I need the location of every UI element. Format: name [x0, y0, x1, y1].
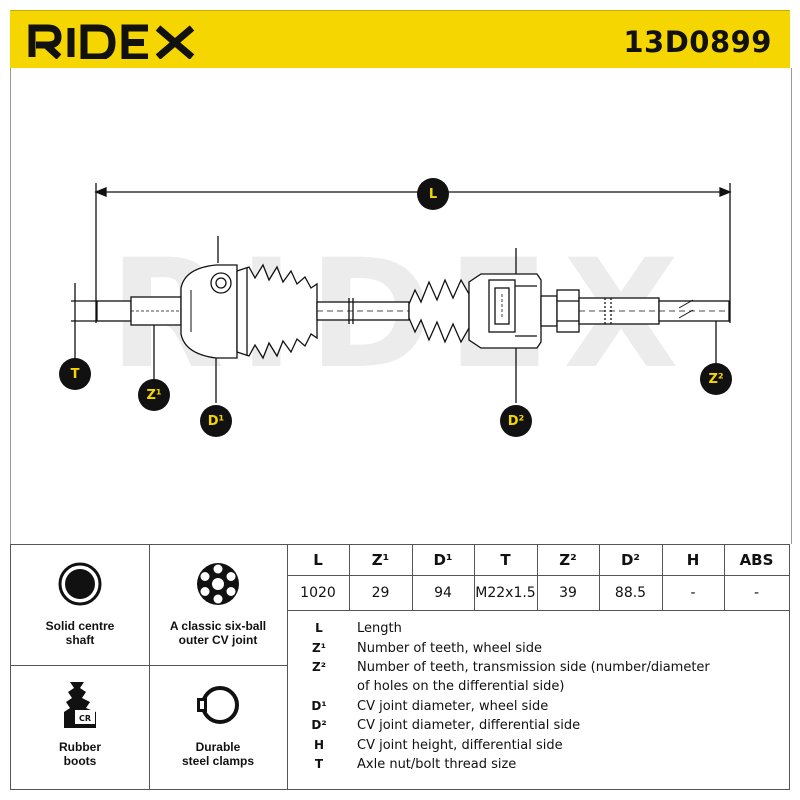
leader-lines: [71, 283, 717, 403]
spec-header-l: L: [313, 551, 323, 569]
spec-table: L Z¹ D¹ T Z² D² H ABS 1020 29 94 M22x1.5…: [287, 545, 789, 611]
spec-value-z1: 29: [371, 585, 390, 601]
feature-rubber-boots: CR Rubber boots: [11, 666, 149, 789]
svg-text:CR: CR: [79, 714, 91, 723]
length-dimension: [94, 183, 732, 323]
feature-label: Solid centre shaft: [45, 619, 115, 647]
solid-shaft-icon: [57, 559, 103, 609]
legend-text: Number of teeth, transmission side (numb…: [357, 660, 710, 675]
header-bar: 13D0899: [10, 10, 790, 70]
info-panel: Solid centre shaft A cla: [10, 544, 790, 790]
spec-header-d1: D¹: [433, 551, 453, 569]
feature-label: Durable steel clamps: [181, 740, 255, 768]
spec-header-h: H: [686, 551, 700, 569]
spec-value-z2: 39: [559, 585, 577, 601]
spec-header-d2: D²: [620, 551, 641, 569]
feature-label: Rubber boots: [59, 740, 101, 768]
spec-header-abs: ABS: [739, 551, 774, 569]
brand-logo: [28, 23, 198, 63]
spec-value-abs: -: [753, 585, 760, 601]
legend-text: Number of teeth, wheel side: [357, 641, 542, 656]
spec-header-z2: Z²: [559, 551, 577, 569]
steel-clamp-icon: [193, 680, 243, 730]
legend-text: CV joint height, differential side: [357, 738, 563, 753]
spec-header-z1: Z¹: [371, 551, 390, 569]
spec-value-h: -: [690, 585, 696, 601]
legend-text: CV joint diameter, wheel side: [357, 699, 549, 714]
callout-z1: Z¹: [138, 379, 170, 411]
callout-z2: Z²: [700, 363, 732, 395]
feature-label: A classic six-ball outer CV joint: [169, 619, 267, 647]
legend-key: Z²: [312, 660, 326, 674]
part-number: 13D0899: [623, 25, 772, 59]
spec-value-d2: 88.5: [614, 585, 647, 601]
legend-key: D²: [311, 718, 327, 732]
legend-key: L: [315, 621, 323, 635]
callout-l: L: [417, 178, 449, 210]
technical-drawing: RIDEX: [10, 68, 792, 544]
legend-text: of holes on the differential side): [357, 679, 565, 694]
spec-header-t: T: [500, 551, 511, 569]
callout-d1: D¹: [200, 405, 232, 437]
legend-key: D¹: [311, 699, 327, 713]
legend-key: Z¹: [312, 641, 326, 655]
legend-text: Axle nut/bolt thread size: [357, 757, 517, 772]
legend-text: CV joint diameter, differential side: [357, 718, 581, 733]
feature-solid-shaft: Solid centre shaft: [11, 545, 149, 665]
spec-value-d1: 94: [434, 585, 452, 601]
callout-d2: D²: [500, 405, 532, 437]
feature-six-ball-joint: A classic six-ball outer CV joint: [149, 545, 287, 665]
legend-key: H: [313, 738, 325, 752]
spec-value-t: M22x1.5: [475, 585, 536, 601]
callout-t: T: [59, 358, 91, 390]
legend-key: T: [314, 757, 324, 771]
rubber-boot-icon: CR: [60, 680, 100, 730]
legend: L Length Z¹ Number of teeth, wheel side …: [287, 611, 789, 789]
legend-text: Length: [357, 621, 402, 636]
six-ball-joint-icon: [194, 559, 242, 609]
spec-value-l: 1020: [300, 585, 336, 601]
feature-steel-clamps: Durable steel clamps: [149, 666, 287, 789]
